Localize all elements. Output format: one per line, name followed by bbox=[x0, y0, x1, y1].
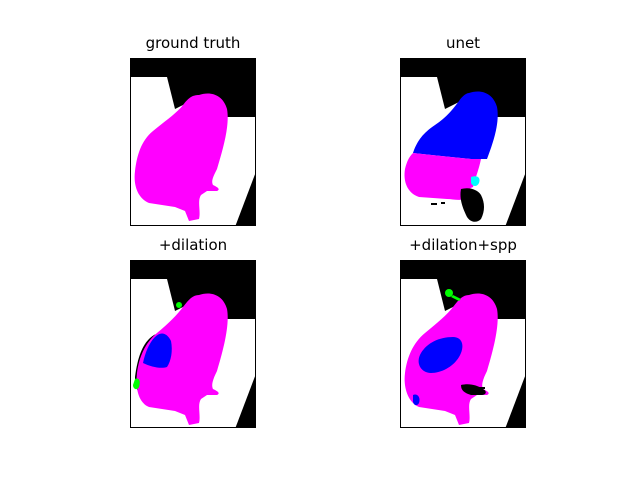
segmentation-panel-unet bbox=[400, 58, 526, 226]
panel-title-dilation: +dilation bbox=[158, 236, 228, 254]
segmentation-panel-ground-truth bbox=[130, 58, 256, 226]
panel-title-unet: unet bbox=[445, 34, 481, 52]
segmentation-panel-dilation-spp bbox=[400, 260, 526, 428]
panel-title-dilation-spp: +dilation+spp bbox=[409, 236, 517, 254]
panel-title-ground-truth: ground truth bbox=[145, 34, 241, 52]
segmentation-panel-dilation bbox=[130, 260, 256, 428]
